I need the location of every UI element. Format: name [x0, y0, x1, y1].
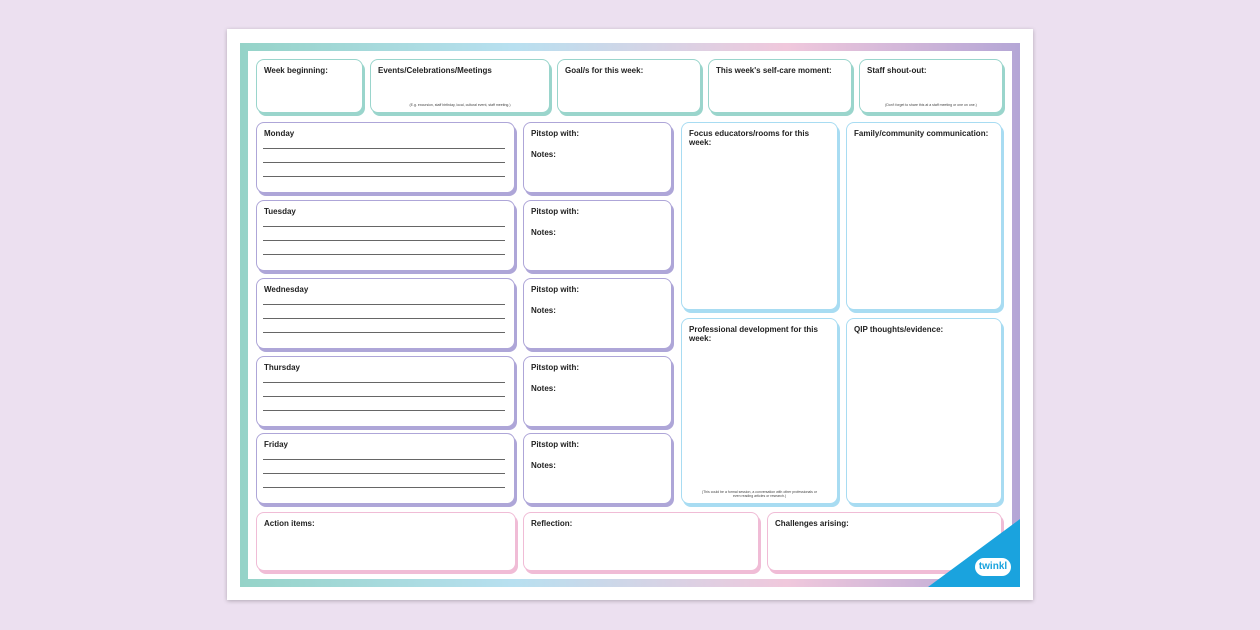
writing-line — [263, 382, 505, 383]
pitstop-label: Pitstop with: — [531, 207, 579, 216]
pitstop-label: Pitstop with: — [531, 440, 579, 449]
professional-development-box[interactable]: Professional development for this week: (… — [681, 318, 838, 504]
writing-line — [263, 176, 505, 177]
label: Reflection: — [531, 519, 573, 528]
label: Challenges arising: — [775, 519, 849, 528]
pitstop-box[interactable]: Pitstop with: Notes: — [523, 278, 672, 349]
label: Staff shout-out: — [867, 66, 927, 75]
label: QIP thoughts/evidence: — [854, 325, 944, 334]
writing-line — [263, 304, 505, 305]
day-box-friday[interactable]: Friday — [256, 433, 515, 504]
week-beginning-box[interactable]: Week beginning: — [256, 59, 363, 113]
day-box-thursday[interactable]: Thursday — [256, 356, 515, 427]
events-box[interactable]: Events/Celebrations/Meetings (E.g. excurs… — [370, 59, 550, 113]
hint: (E.g. excursion, staff birthday, local, … — [409, 103, 511, 107]
writing-line — [263, 487, 505, 488]
writing-line — [263, 473, 505, 474]
writing-line — [263, 240, 505, 241]
action-items-box[interactable]: Action items: — [256, 512, 516, 571]
pitstop-label: Pitstop with: — [531, 285, 579, 294]
notes-label: Notes: — [531, 461, 556, 470]
focus-educators-box[interactable]: Focus educators/rooms for this week: — [681, 122, 838, 310]
self-care-box[interactable]: This week's self-care moment: — [708, 59, 852, 113]
day-box-tuesday[interactable]: Tuesday — [256, 200, 515, 271]
label: Week beginning: — [264, 66, 328, 75]
writing-line — [263, 332, 505, 333]
writing-line — [263, 162, 505, 163]
hint: (Don't forget to share this at a staff m… — [885, 103, 977, 107]
pitstop-box[interactable]: Pitstop with: Notes: — [523, 122, 672, 193]
label: Family/community communication: — [854, 129, 989, 138]
twinkl-logo: twinkl — [975, 558, 1011, 576]
day-label: Tuesday — [264, 207, 296, 216]
day-label: Wednesday — [264, 285, 309, 294]
label: Events/Celebrations/Meetings — [378, 66, 492, 75]
writing-line — [263, 318, 505, 319]
writing-line — [263, 459, 505, 460]
label: Action items: — [264, 519, 315, 528]
day-label: Thursday — [264, 363, 301, 372]
day-box-wednesday[interactable]: Wednesday — [256, 278, 515, 349]
goals-box[interactable]: Goal/s for this week: — [557, 59, 701, 113]
writing-line — [263, 148, 505, 149]
qip-box[interactable]: QIP thoughts/evidence: — [846, 318, 1002, 504]
hint: (This could be a formal session, a conve… — [702, 490, 817, 498]
writing-line — [263, 254, 505, 255]
writing-line — [263, 396, 505, 397]
pitstop-label: Pitstop with: — [531, 129, 579, 138]
day-label: Monday — [264, 129, 295, 138]
notes-label: Notes: — [531, 228, 556, 237]
pitstop-label: Pitstop with: — [531, 363, 579, 372]
label: Focus educators/rooms for this week: — [689, 129, 810, 147]
writing-line — [263, 226, 505, 227]
family-communication-box[interactable]: Family/community communication: — [846, 122, 1002, 310]
day-box-monday[interactable]: Monday — [256, 122, 515, 193]
reflection-box[interactable]: Reflection: — [523, 512, 759, 571]
label: This week's self-care moment: — [716, 66, 832, 75]
notes-label: Notes: — [531, 384, 556, 393]
notes-label: Notes: — [531, 306, 556, 315]
pitstop-box[interactable]: Pitstop with: Notes: — [523, 356, 672, 427]
writing-line — [263, 410, 505, 411]
shout-out-box[interactable]: Staff shout-out: (Don't forget to share t… — [859, 59, 1003, 113]
pitstop-box[interactable]: Pitstop with: Notes: — [523, 200, 672, 271]
notes-label: Notes: — [531, 150, 556, 159]
label: Professional development for this week: — [689, 325, 818, 343]
label: Goal/s for this week: — [565, 66, 644, 75]
pitstop-box[interactable]: Pitstop with: Notes: — [523, 433, 672, 504]
day-label: Friday — [264, 440, 289, 449]
